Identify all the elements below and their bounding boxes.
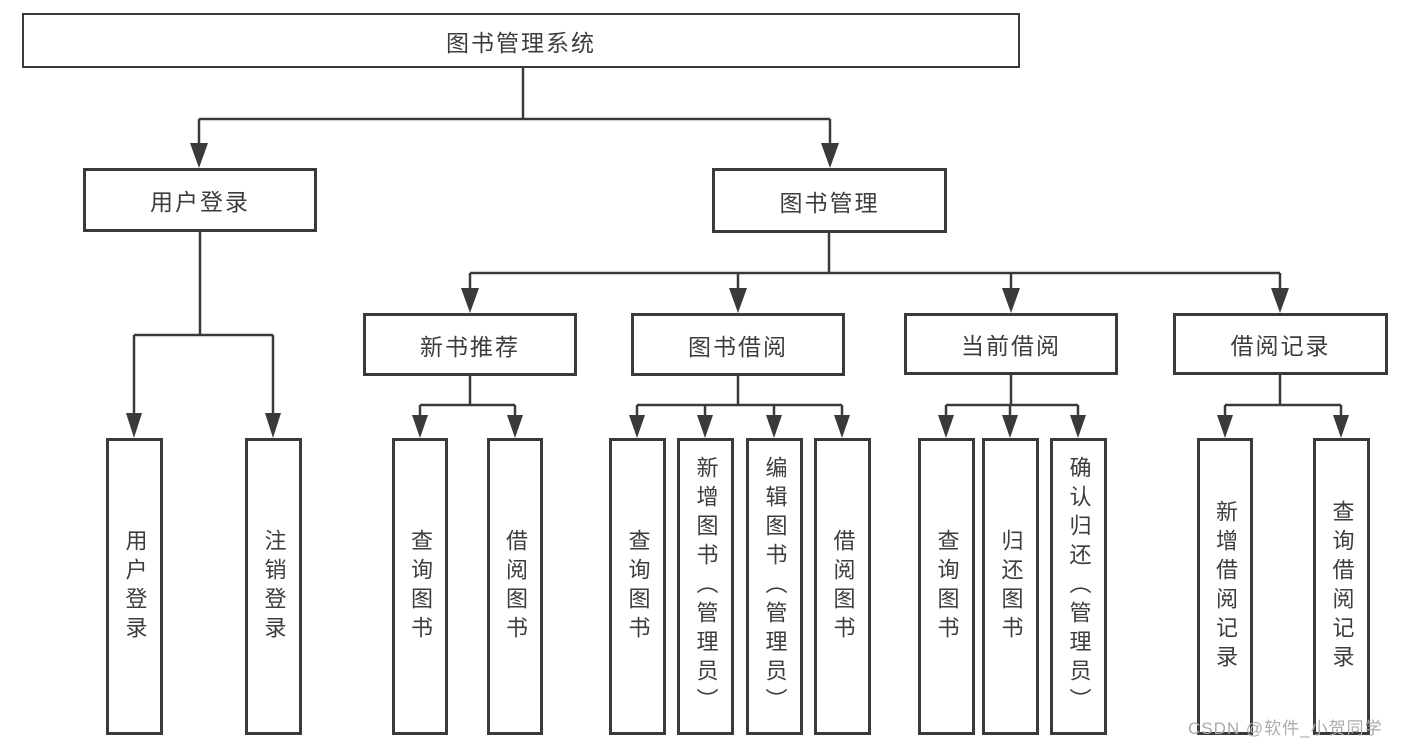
- node-root-label: 图书管理系统: [446, 29, 596, 56]
- connectors-user-login: [126, 232, 281, 438]
- node-user-login: 用户登录: [83, 168, 317, 232]
- leaf-confirm-return-admin: 确认归还（管理员）: [1050, 438, 1107, 735]
- connectors-new-book-recommend: [412, 376, 523, 438]
- leaf-borrow-books: 借阅图书: [814, 438, 871, 735]
- node-current-borrow: 当前借阅: [904, 313, 1118, 375]
- node-book-management: 图书管理: [712, 168, 947, 233]
- leaf-add-books-admin: 新增图书（管理员）: [677, 438, 734, 735]
- node-book-borrow: 图书借阅: [631, 313, 845, 376]
- connectors-current-borrow: [938, 375, 1086, 438]
- node-new-book-recommend: 新书推荐: [363, 313, 577, 376]
- connectors-book-borrow: [629, 376, 850, 438]
- leaf-edit-books-admin: 编辑图书（管理员）: [746, 438, 803, 735]
- node-root: 图书管理系统: [22, 13, 1020, 68]
- leaf-query-books-recommend: 查询图书: [392, 438, 448, 735]
- leaf-logout: 注销登录: [245, 438, 302, 735]
- leaf-query-books-borrow: 查询图书: [609, 438, 666, 735]
- node-borrow-records-label: 借阅记录: [1230, 333, 1331, 359]
- leaf-query-borrow-record: 查询借阅记录: [1313, 438, 1370, 735]
- leaf-query-books-current: 查询图书: [918, 438, 975, 735]
- connectors-borrow-records: [1217, 375, 1349, 438]
- node-current-borrow-label: 当前借阅: [961, 333, 1061, 359]
- watermark: CSDN @软件_小贺同学: [1188, 719, 1383, 738]
- node-book-management-label: 图书管理: [779, 189, 880, 216]
- node-book-borrow-label: 图书借阅: [688, 333, 788, 360]
- leaf-add-borrow-record: 新增借阅记录: [1197, 438, 1253, 735]
- connectors-book-management: [461, 233, 1289, 313]
- connectors-root: [190, 68, 839, 168]
- node-new-book-recommend-label: 新书推荐: [420, 333, 520, 360]
- leaf-return-books: 归还图书: [982, 438, 1039, 735]
- node-user-login-label: 用户登录: [150, 189, 250, 215]
- node-borrow-records: 借阅记录: [1173, 313, 1388, 375]
- leaf-borrow-books-recommend: 借阅图书: [487, 438, 543, 735]
- leaf-user-login: 用户登录: [106, 438, 163, 735]
